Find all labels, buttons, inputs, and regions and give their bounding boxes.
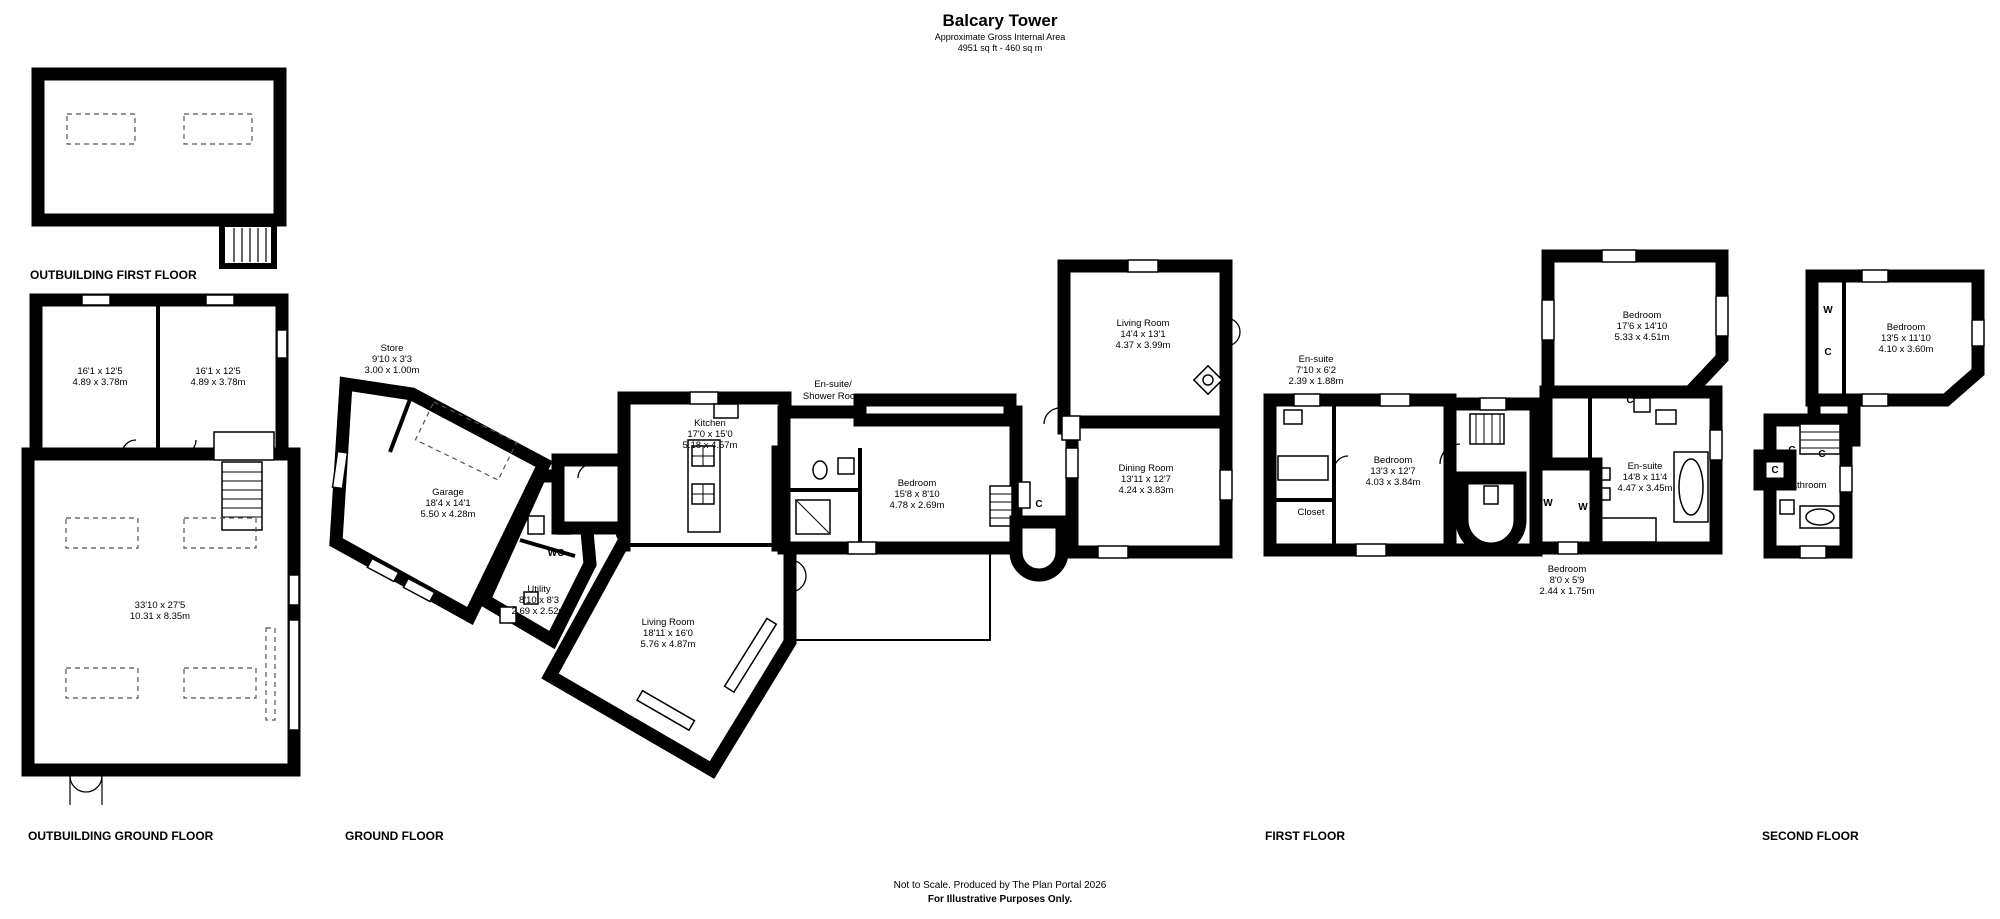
closet-label: Closet xyxy=(1298,507,1325,518)
ob-main-metric: 10.31 x 8.35m xyxy=(130,611,190,622)
bedroom-4-name: Bedroom xyxy=(1887,322,1926,333)
ensuite-2-metric: 4.47 x 3.45m xyxy=(1618,483,1673,494)
ensuite-shower-name-2: Shower Room xyxy=(803,391,863,402)
bedroom-3-imperial: 8'0 x 5'9 xyxy=(1550,575,1585,586)
cupboard-tag-second-4: C xyxy=(1771,465,1778,476)
ob-main-imperial: 33'10 x 27'5 xyxy=(135,600,186,611)
store-metric: 3.00 x 1.00m xyxy=(365,365,420,376)
wardrobe-tag-first-1: W xyxy=(1543,498,1553,509)
floor-label-outbuilding-ground: OUTBUILDING GROUND FLOOR xyxy=(28,829,214,843)
wardrobe-tag-first-2: W xyxy=(1578,502,1588,513)
cupboard-tag-second-3: C xyxy=(1818,449,1825,460)
ground-floor-plan xyxy=(329,259,1241,779)
garage-name: Garage xyxy=(432,487,464,498)
ensuite-2-imperial: 14'8 x 11'4 xyxy=(1623,472,1668,483)
kitchen-metric: 5.18 x 4.57m xyxy=(683,440,738,451)
living-room-2-imperial: 14'4 x 13'1 xyxy=(1120,329,1165,340)
kitchen-imperial: 17'0 x 15'0 xyxy=(687,429,732,440)
ensuite-2-name: En-suite xyxy=(1628,461,1663,472)
bedroom-4-metric: 4.10 x 3.60m xyxy=(1879,344,1934,355)
bedroom-3-metric: 2.44 x 1.75m xyxy=(1540,586,1595,597)
first-floor-plan: W W xyxy=(1263,249,1729,557)
footer-disclaimer: For Illustrative Purposes Only. xyxy=(928,894,1073,905)
ob-left-imperial: 16'1 x 12'5 xyxy=(77,366,122,377)
ensuite-shower-name: En-suite/ xyxy=(814,379,852,390)
outbuilding-ground-floor-plan xyxy=(21,293,301,805)
ensuite-1-name: En-suite xyxy=(1299,354,1334,365)
floor-label-outbuilding-first: OUTBUILDING FIRST FLOOR xyxy=(30,268,197,282)
living-room-1-metric: 5.76 x 4.87m xyxy=(641,639,696,650)
ensuite-1-metric: 2.39 x 1.88m xyxy=(1289,376,1344,387)
ground-bedroom-metric: 4.78 x 2.69m xyxy=(890,500,945,511)
wc-label: WC xyxy=(548,548,565,559)
ob-left-metric: 4.89 x 3.78m xyxy=(73,377,128,388)
bedroom-2-name: Bedroom xyxy=(1623,310,1662,321)
bedroom-2-imperial: 17'6 x 14'10 xyxy=(1617,321,1668,332)
plan-subtitle: Approximate Gross Internal Area xyxy=(935,32,1066,42)
living-room-2-name: Living Room xyxy=(1117,318,1170,329)
ground-bedroom-name: Bedroom xyxy=(898,478,937,489)
utility-name: Utility xyxy=(527,584,550,595)
floor-label-first: FIRST FLOOR xyxy=(1265,829,1345,843)
dining-room-name: Dining Room xyxy=(1119,463,1174,474)
floor-label-second: SECOND FLOOR xyxy=(1762,829,1859,843)
utility-metric: 2.69 x 2.52m xyxy=(512,606,567,617)
ground-bedroom-imperial: 15'8 x 8'10 xyxy=(894,489,939,500)
store-imperial: 9'10 x 3'3 xyxy=(372,354,412,365)
bedroom-2-metric: 5.33 x 4.51m xyxy=(1615,332,1670,343)
dining-room-imperial: 13'11 x 12'7 xyxy=(1121,474,1171,485)
cupboard-tag-second-2: C xyxy=(1788,445,1795,456)
bedroom-1-name: Bedroom xyxy=(1374,455,1413,466)
bedroom-4-imperial: 13'5 x 11'10 xyxy=(1881,333,1931,344)
floor-label-ground: GROUND FLOOR xyxy=(345,829,444,843)
wardrobe-tag-second: W xyxy=(1823,305,1833,316)
store-name: Store xyxy=(381,343,404,354)
kitchen-name: Kitchen xyxy=(694,418,726,429)
garage-metric: 5.50 x 4.28m xyxy=(421,509,476,520)
cupboard-tag-second-1: C xyxy=(1824,347,1831,358)
dining-room-metric: 4.24 x 3.83m xyxy=(1119,485,1174,496)
living-room-2-metric: 4.37 x 3.99m xyxy=(1116,340,1171,351)
living-room-1-imperial: 18'11 x 16'0 xyxy=(643,628,693,639)
utility-imperial: 8'10 x 8'3 xyxy=(519,595,559,606)
second-floor-plan xyxy=(1753,269,1985,559)
ob-right-imperial: 16'1 x 12'5 xyxy=(195,366,240,377)
footer-note: Not to Scale. Produced by The Plan Porta… xyxy=(894,880,1107,891)
bedroom-1-imperial: 13'3 x 12'7 xyxy=(1370,466,1415,477)
cupboard-tag-first: C xyxy=(1626,395,1633,406)
bedroom-3-name: Bedroom xyxy=(1548,564,1587,575)
cupboard-tag-ground: C xyxy=(1035,499,1042,510)
plan-title: Balcary Tower xyxy=(943,11,1058,30)
garage-imperial: 18'4 x 14'1 xyxy=(425,498,470,509)
plan-area: 4951 sq ft - 460 sq m xyxy=(958,43,1043,53)
living-room-1-name: Living Room xyxy=(642,617,695,628)
ob-right-metric: 4.89 x 3.78m xyxy=(191,377,246,388)
outbuilding-first-floor-plan xyxy=(31,67,287,269)
bedroom-1-metric: 4.03 x 3.84m xyxy=(1366,477,1421,488)
bathroom-label: Bathroom xyxy=(1785,480,1826,491)
ensuite-1-imperial: 7'10 x 6'2 xyxy=(1296,365,1336,376)
